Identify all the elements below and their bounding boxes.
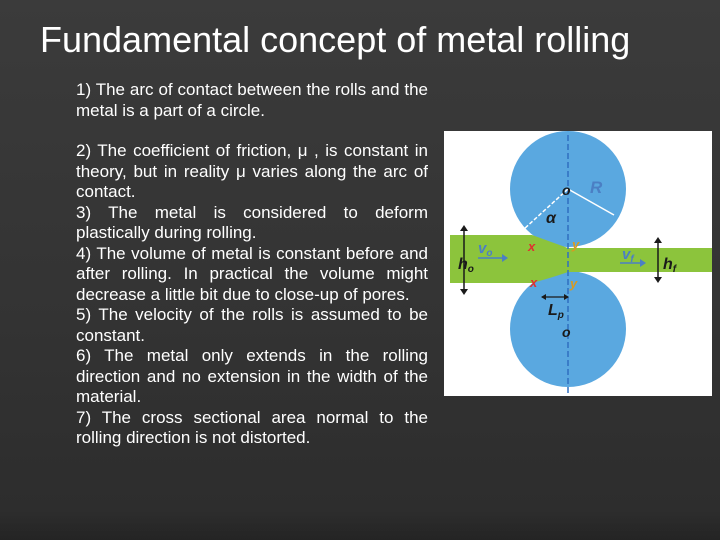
point-7: 7) The cross sectional area normal to th…: [76, 407, 428, 448]
rolling-diagram: o o R α vo vf ho hf x y x y Lp: [444, 131, 712, 396]
slide-title: Fundamental concept of metal rolling: [40, 19, 631, 60]
exit-velocity-label: vf: [622, 246, 635, 265]
entry-velocity-arrowhead: [502, 254, 508, 262]
exit-velocity-arrowhead: [640, 259, 646, 267]
roll-radius-line: [567, 188, 615, 216]
point-2: 2) The coefficient of friction, μ , is c…: [76, 141, 428, 201]
point-y-top: y: [571, 237, 580, 252]
point-1: 1) The arc of contact between the rolls …: [76, 80, 428, 120]
point-4: 4) The volume of metal is constant befor…: [76, 243, 428, 304]
point-5: 5) The velocity of the rolls is assumed …: [76, 305, 428, 345]
exit-thickness-label: hf: [663, 256, 678, 275]
bottom-shade: [0, 510, 720, 540]
upper-roll-center: o: [562, 182, 571, 198]
contact-length-arrowhead-left: [541, 294, 546, 300]
metal-strip: [450, 235, 712, 283]
contact-length-arrowhead-right: [564, 294, 569, 300]
point-x-bottom: x: [529, 275, 538, 290]
point-y-bottom: y: [569, 276, 578, 291]
point-6: 6) The metal only extends in the rolling…: [76, 346, 428, 406]
point-3: 3) The metal is considered to deform pla…: [76, 202, 428, 243]
point-x-top: x: [527, 239, 536, 254]
contact-length-label: Lp: [548, 302, 564, 321]
points-list: 1) The arc of contact between the rolls …: [76, 80, 428, 449]
exit-arrowhead-bottom: [654, 277, 662, 283]
entry-velocity-label: vo: [478, 240, 492, 259]
rolling-diagram-svg: o o R α vo vf ho hf x y x y Lp: [450, 131, 712, 393]
entry-thickness-label: ho: [458, 256, 474, 275]
roll-radius-line-angled: [523, 188, 569, 230]
radius-label: R: [590, 178, 603, 197]
entry-arrowhead-bottom: [460, 289, 468, 295]
exit-arrowhead-top: [654, 237, 662, 243]
angle-label: α: [546, 210, 557, 227]
lower-roll-center: o: [562, 324, 571, 340]
entry-arrowhead-top: [460, 225, 468, 231]
